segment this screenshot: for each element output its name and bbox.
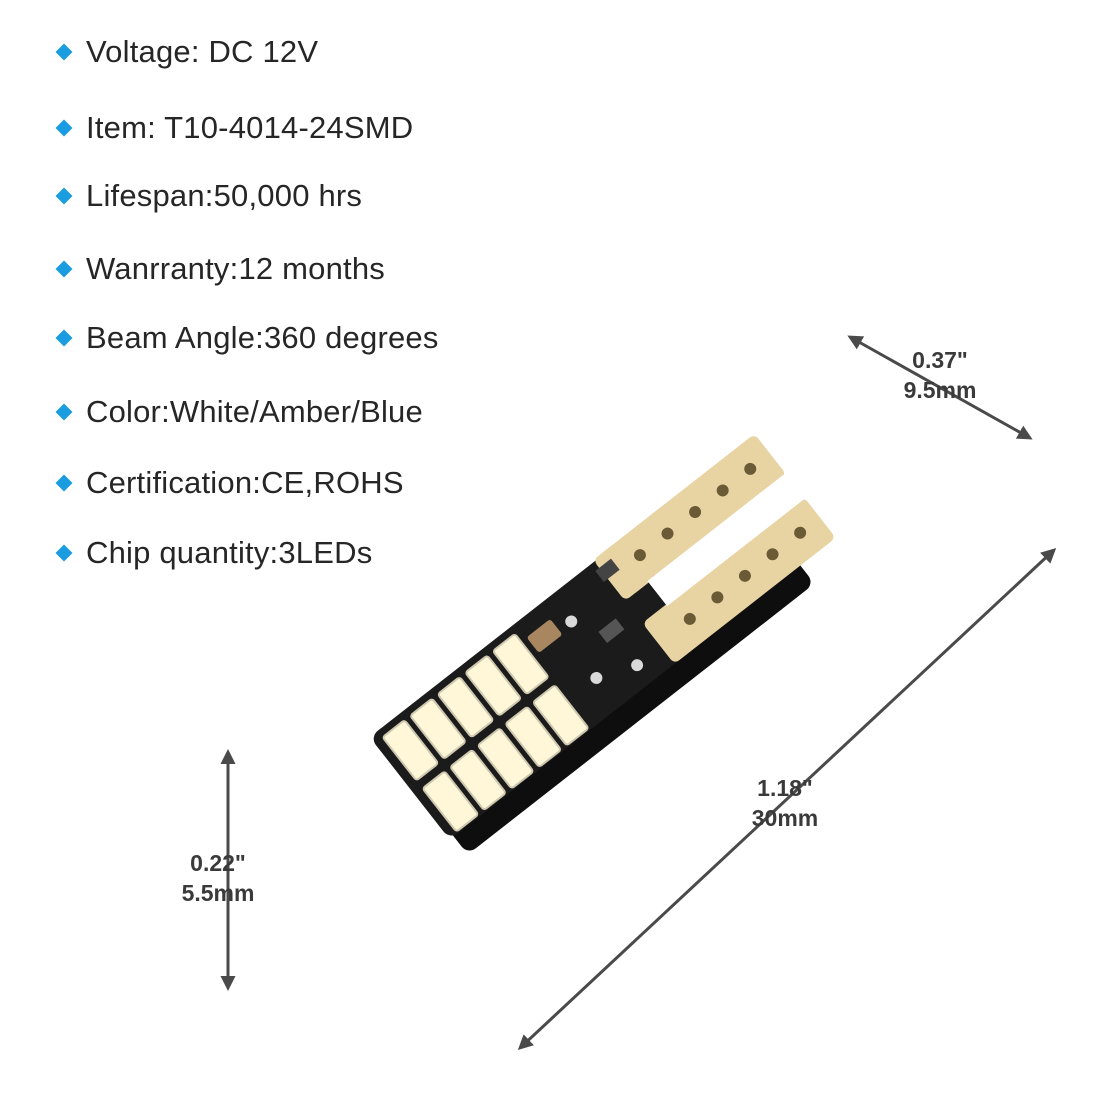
spec-text: Color:White/Amber/Blue — [86, 394, 423, 429]
thickness-mm: 5.5mm — [181, 880, 255, 906]
width-dimension-label: 0.37" 9.5mm — [880, 345, 1000, 405]
diamond-bullet-icon — [55, 544, 73, 562]
length-mm: 30mm — [751, 805, 819, 831]
diamond-bullet-icon — [55, 329, 73, 347]
spec-text: Beam Angle:360 degrees — [86, 320, 439, 355]
spec-item: Chip quantity:3LEDs — [55, 535, 372, 571]
spec-item: Wanrranty:12 months — [55, 251, 385, 287]
diamond-bullet-icon — [55, 119, 73, 137]
spec-text: Item: T10-4014-24SMD — [86, 110, 414, 145]
spec-list: Voltage: DC 12V Item: T10-4014-24SMD Lif… — [0, 0, 560, 600]
spec-item: Beam Angle:360 degrees — [55, 320, 439, 356]
width-mm: 9.5mm — [903, 377, 977, 403]
spec-text: Wanrranty:12 months — [86, 251, 385, 286]
spec-item: Certification:CE,ROHS — [55, 465, 404, 501]
thickness-inch: 0.22" — [190, 850, 246, 876]
diamond-bullet-icon — [55, 187, 73, 205]
spec-item: Color:White/Amber/Blue — [55, 394, 423, 430]
spec-text: Lifespan:50,000 hrs — [86, 178, 363, 213]
length-inch: 1.18" — [757, 775, 813, 801]
diamond-bullet-icon — [55, 43, 73, 61]
diamond-bullet-icon — [55, 474, 73, 492]
width-dimension-arrow — [847, 335, 1033, 440]
length-dimension-label: 1.18" 30mm — [725, 773, 845, 833]
diamond-bullet-icon — [55, 403, 73, 421]
length-dimension-arrow — [517, 547, 1057, 1051]
spec-item: Item: T10-4014-24SMD — [55, 110, 413, 146]
spec-item: Voltage: DC 12V — [55, 34, 318, 70]
diamond-bullet-icon — [55, 260, 73, 278]
spec-text: Chip quantity:3LEDs — [86, 535, 373, 570]
width-inch: 0.37" — [912, 347, 968, 373]
spec-text: Voltage: DC 12V — [86, 34, 319, 69]
thickness-dimension-label: 0.22" 5.5mm — [158, 848, 278, 908]
spec-text: Certification:CE,ROHS — [86, 465, 404, 500]
spec-item: Lifespan:50,000 hrs — [55, 178, 362, 214]
